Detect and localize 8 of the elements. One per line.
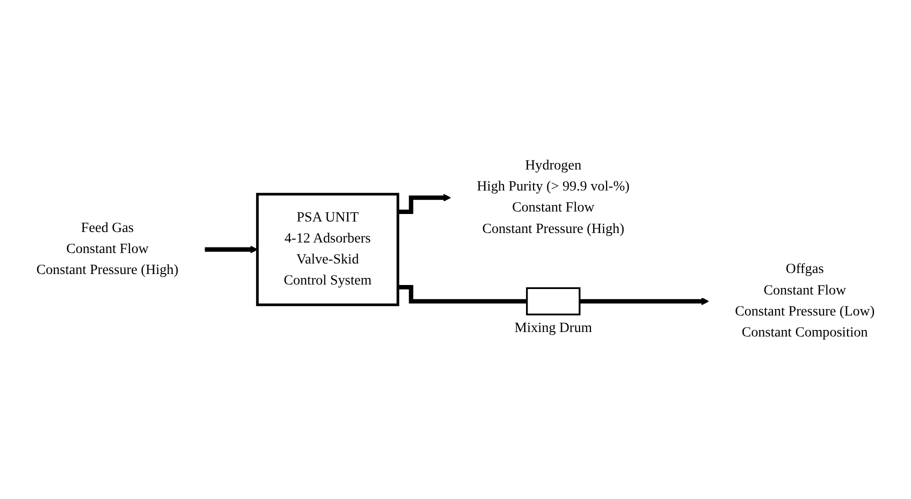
arrow (204, 246, 258, 254)
stream-label: Offgas Constant Flow Constant Pressure (Low) Constant Composition (708, 246, 901, 357)
drum-box (514, 287, 592, 336)
process-box: PSA UNIT 4-12 Adsorbers Valve-Skid Control System (256, 192, 400, 306)
node-caption: Mixing Drum (514, 320, 592, 336)
arrow (398, 194, 451, 214)
stream-label: Hydrogen High Purity (> 99.9 vol-%) Constant Flow Constant Pressure (High) (450, 142, 656, 253)
arrow (580, 297, 709, 306)
